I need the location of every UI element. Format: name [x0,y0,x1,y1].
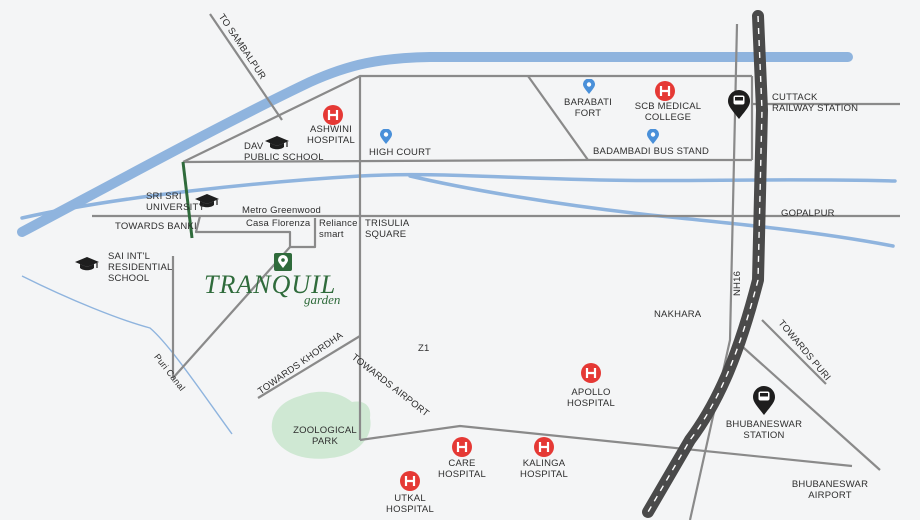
puri-canal [21,275,233,435]
label-sri-sri-university: SRI SRI UNIVERSITY [146,191,206,213]
label-bhubaneswar-station: BHUBANESWAR STATION [725,419,803,441]
label-apollo-hospital: APOLLO HOSPITAL [567,387,615,409]
label-sai-intl-school: SAI INT'L RESIDENTIAL SCHOOL [108,251,173,284]
label-utkal-hospital: UTKAL HOSPITAL [386,493,434,515]
graduation-cap-icon [265,136,289,150]
label-zoological-park: ZOOLOGICAL PARK [293,425,357,447]
hospital-icon [534,437,554,457]
label-kalinga-hospital: KALINGA HOSPITAL [520,458,568,480]
transit-pin-icon [728,90,750,119]
road-nh16-service [688,23,739,520]
hospital-icon [400,471,420,491]
hospital-icon [323,105,343,125]
label-scb-medical-college: SCB MEDICAL COLLEGE [634,101,702,123]
label-z1: Z1 [418,343,430,354]
road-to-sambalpur [209,13,283,121]
label-metro-greenwood: Metro Greenwood [242,205,322,216]
label-cuttack-railway-station: CUTTACK RAILWAY STATION [772,92,859,114]
label-trisulia-square: TRISULIA SQUARE [365,218,410,240]
project-logo: TRANQUIL garden [204,270,340,308]
hospital-icon [581,363,601,383]
zoological-park-area [271,391,371,459]
label-nakhara: NAKHARA [654,309,702,320]
road-towards-station [734,339,881,471]
label-dav-public-school: DAV PUBLIC SCHOOL [244,141,324,163]
mahanadi-river [17,52,853,237]
label-nh16: NH16 [732,270,743,296]
label-high-court: HIGH COURT [369,147,431,158]
label-bhubaneswar-airport: BHUBANESWAR AIRPORT [791,479,869,501]
road-casa-florenza [194,215,317,249]
label-ashwini-hospital: ASHWINI HOSPITAL [307,124,355,146]
road-towards-khordha [257,335,361,399]
hospital-icon [655,81,675,101]
label-barabati-fort: BARABATI FORT [564,97,612,119]
label-towards-banki: TOWARDS BANKI [115,221,197,232]
road-towards-airport [359,424,853,468]
nh16-lane-markings [647,15,763,513]
location-pin-icon [647,129,659,144]
road-towards-puri [761,319,827,385]
kathajodi-river-upper [20,172,897,220]
transit-pin-icon [753,386,775,415]
road-barabati [527,75,589,161]
road-project [172,246,291,379]
graduation-cap-icon [195,194,219,208]
graduation-cap-icon [75,257,99,271]
label-reliance-smart: Reliance smart [319,218,358,240]
label-care-hospital: CARE HOSPITAL [438,458,486,480]
location-pin-icon [380,129,392,144]
hospital-icon [452,437,472,457]
project-logo-title: TRANQUIL [204,270,337,299]
label-casa-florenza: Casa Florenza [246,218,311,229]
label-gopalpur: GOPALPUR [781,208,835,219]
road-badambadi [182,158,589,164]
project-pin-icon [274,253,292,271]
label-badambadi-bus-stand: BADAMBADI BUS STAND [593,146,710,157]
road-sri-sri-link [181,161,194,239]
location-pin-icon [583,79,595,94]
project-logo-subtitle: garden [304,292,341,307]
